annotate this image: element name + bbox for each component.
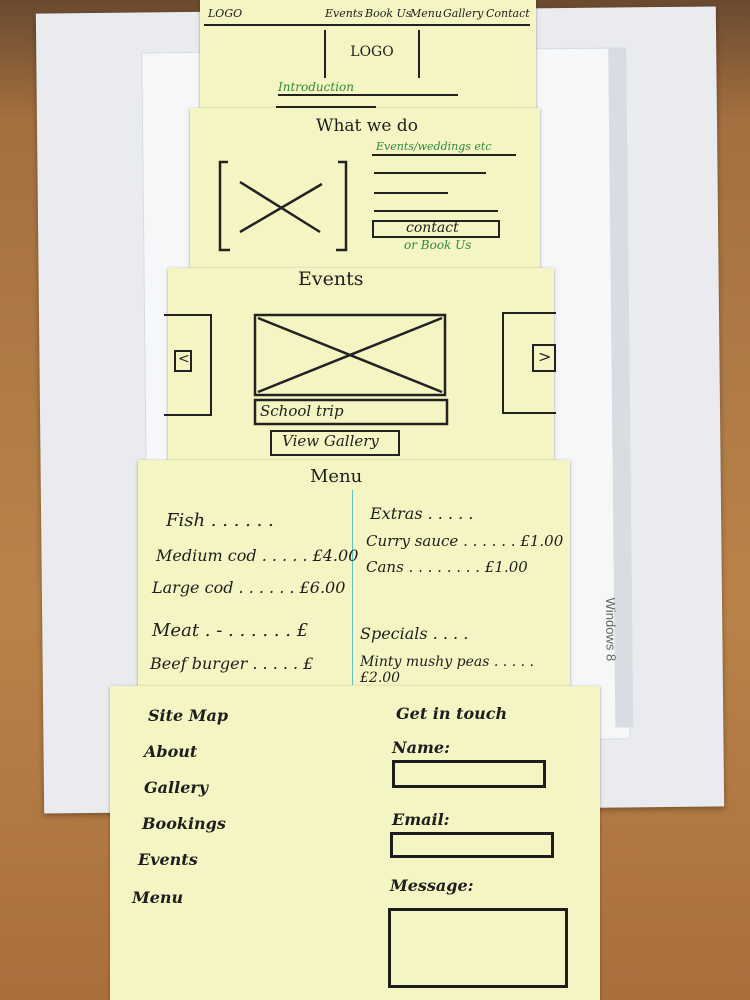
intro-text: Introduction [278, 80, 354, 94]
nav-menu[interactable]: Menu [410, 7, 442, 20]
what-we-do-title: What we do [316, 116, 418, 136]
menu-left-1: Medium cod . . . . . £4.00 [156, 546, 359, 565]
contact-button[interactable]: contact [372, 220, 500, 238]
sitemap-title: Site Map [148, 706, 229, 725]
menu-left-4: Beef burger . . . . . £ [150, 654, 314, 673]
hero-logo-placeholder: LOGO [324, 30, 420, 78]
carousel-next-button[interactable]: > [532, 344, 556, 372]
events-title: Events [298, 268, 364, 290]
nav-events[interactable]: Events [325, 7, 363, 20]
menu-right-4: Minty mushy peas . . . . . £2.00 [360, 654, 534, 686]
what-we-do-sheet: What we do Events/weddings etc contact o… [190, 106, 540, 276]
header-divider [204, 24, 530, 26]
sitemap-bookings[interactable]: Bookings [142, 814, 226, 833]
hero-logo-text: LOGO [350, 44, 394, 60]
menu-column-divider [352, 490, 353, 685]
intro-line-2 [276, 106, 376, 108]
menu-title: Menu [310, 466, 363, 487]
email-field[interactable] [390, 832, 554, 858]
footer-sheet: Site Map About Gallery Bookings Events M… [110, 686, 600, 1000]
prev-slide-peek [164, 314, 212, 416]
nav-gallery[interactable]: Gallery [443, 7, 484, 20]
name-field[interactable] [392, 760, 546, 788]
text-line-1 [374, 172, 486, 174]
menu-right-1: Curry sauce . . . . . . £1.00 [366, 532, 564, 550]
name-label: Name: [392, 738, 451, 757]
header-sheet: LOGO Events Book Us Menu Gallery Contact… [200, 0, 536, 112]
sitemap-menu[interactable]: Menu [132, 888, 184, 907]
event-image-placeholder [253, 313, 449, 426]
service-image-placeholder [218, 160, 348, 252]
menu-right-3: Specials . . . . [360, 624, 469, 643]
carousel-prev-button[interactable]: < [174, 350, 192, 372]
next-slide-peek [502, 312, 556, 414]
sitemap-events[interactable]: Events [138, 850, 198, 869]
menu-left-0: Fish . . . . . . [166, 510, 274, 531]
menu-right-2: Cans . . . . . . . . £1.00 [366, 558, 528, 576]
email-label: Email: [392, 810, 450, 829]
text-line-3 [374, 210, 498, 212]
menu-sheet: Menu Fish . . . . . . Medium cod . . . .… [138, 460, 570, 690]
windows-label: Windows 8 [603, 597, 620, 662]
text-line-2 [374, 192, 448, 194]
nav-contact[interactable]: Contact [486, 7, 530, 20]
services-subtitle: Events/weddings etc [376, 140, 492, 153]
header-logo[interactable]: LOGO [208, 7, 243, 20]
view-gallery-label: View Gallery [282, 432, 379, 450]
message-field[interactable] [388, 908, 568, 988]
menu-right-0: Extras . . . . . [370, 504, 474, 523]
events-sheet: Events < > School trip View Gallery [164, 268, 556, 468]
sitemap-gallery[interactable]: Gallery [144, 778, 209, 797]
intro-line [278, 94, 458, 96]
sitemap-about[interactable]: About [144, 742, 198, 761]
event-caption: School trip [260, 402, 344, 420]
view-gallery-button[interactable]: View Gallery [270, 430, 400, 456]
subtitle-underline [372, 154, 516, 156]
menu-left-3: Meat . - . . . . . . £ [152, 620, 309, 641]
nav-book-us[interactable]: Book Us [365, 7, 412, 20]
book-us-link[interactable]: or Book Us [404, 238, 472, 252]
contact-button-label: contact [406, 220, 459, 236]
menu-left-2: Large cod . . . . . . £6.00 [152, 578, 346, 597]
contact-form-title: Get in touch [396, 704, 508, 723]
message-label: Message: [390, 876, 474, 895]
